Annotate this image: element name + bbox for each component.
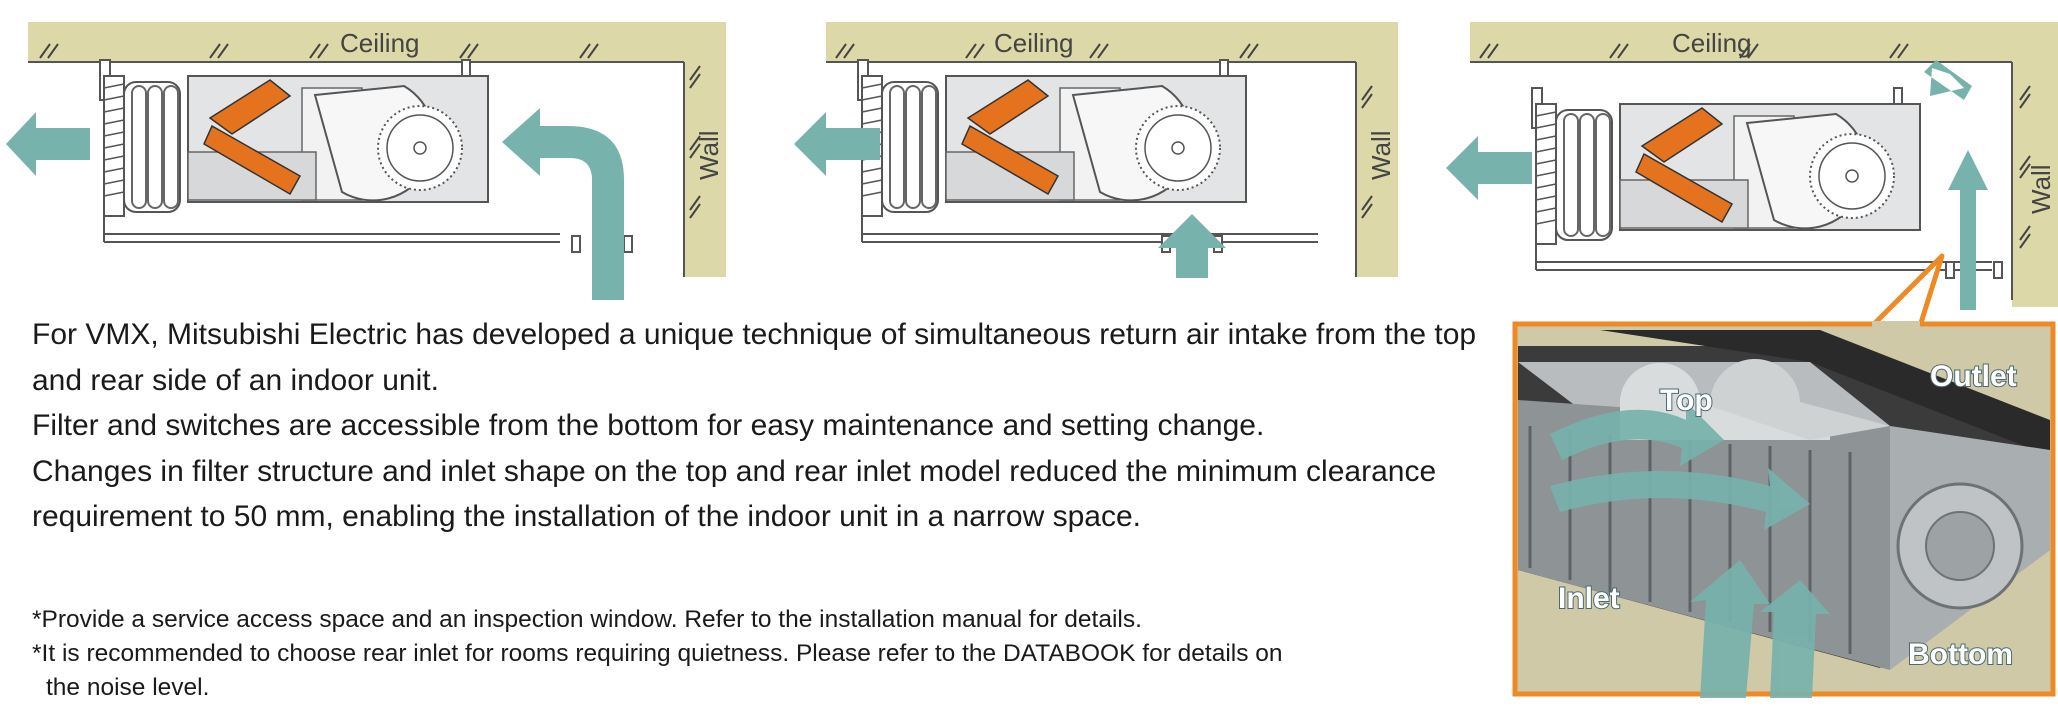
wall-label: Wall xyxy=(694,130,724,180)
wall-slab xyxy=(1356,22,1398,277)
description-text: For VMX, Mitsubishi Electric has develop… xyxy=(32,312,1492,540)
ceiling-slab xyxy=(826,22,1398,62)
photo-air-arrows xyxy=(1550,402,1830,698)
hatch-marks xyxy=(835,43,1373,219)
ceiling-label: Ceiling xyxy=(340,28,420,58)
unit-photo-callout: Top Outlet Inlet Bottom xyxy=(1512,253,2056,698)
ceiling-label: Ceiling xyxy=(994,28,1074,58)
diagram-rear-inlet: Ceiling Wall xyxy=(6,22,726,300)
photo-label-outlet: Outlet xyxy=(1930,360,2017,393)
description-paragraph: Filter and switches are accessible from … xyxy=(32,409,1265,442)
footnote: *It is recommended to choose rear inlet … xyxy=(32,640,1283,667)
photo-label-bottom: Bottom xyxy=(1908,638,2013,671)
supply-air-arrow xyxy=(6,112,90,176)
hatch-marks xyxy=(1479,43,2031,249)
diagram-bottom-inlet: Ceiling Wall xyxy=(794,22,1398,278)
description-paragraph: Changes in filter structure and inlet sh… xyxy=(32,454,1437,534)
footnote-continuation: the noise level. xyxy=(46,674,210,701)
footnotes: *Provide a service access space and an i… xyxy=(32,603,1502,705)
footnote: *Provide a service access space and an i… xyxy=(32,606,1142,633)
hatch-marks xyxy=(39,43,701,219)
supply-air-arrow xyxy=(1446,136,1532,200)
ceiling-slab xyxy=(1470,22,2058,62)
supply-air-arrow xyxy=(794,112,880,176)
ceiling-label: Ceiling xyxy=(1672,28,1752,58)
ceiling-slab xyxy=(28,22,726,62)
return-air-arrow xyxy=(502,108,624,300)
top-return-arrow xyxy=(1924,60,1972,100)
rear-duct-flange xyxy=(1945,261,2003,279)
description-paragraph: For VMX, Mitsubishi Electric has develop… xyxy=(32,318,1477,397)
rear-return-arrow xyxy=(1948,150,1988,310)
diagram-top-rear-inlet: Ceiling Wall xyxy=(1446,22,2058,310)
wall-label: Wall xyxy=(2026,164,2056,214)
wall-label: Wall xyxy=(1366,130,1396,180)
photo-label-inlet: Inlet xyxy=(1558,582,1620,615)
return-air-arrow xyxy=(1158,214,1226,278)
callout-pointer xyxy=(1870,253,1945,328)
photo-label-top: Top xyxy=(1660,384,1713,417)
wall-slab xyxy=(2012,22,2058,307)
